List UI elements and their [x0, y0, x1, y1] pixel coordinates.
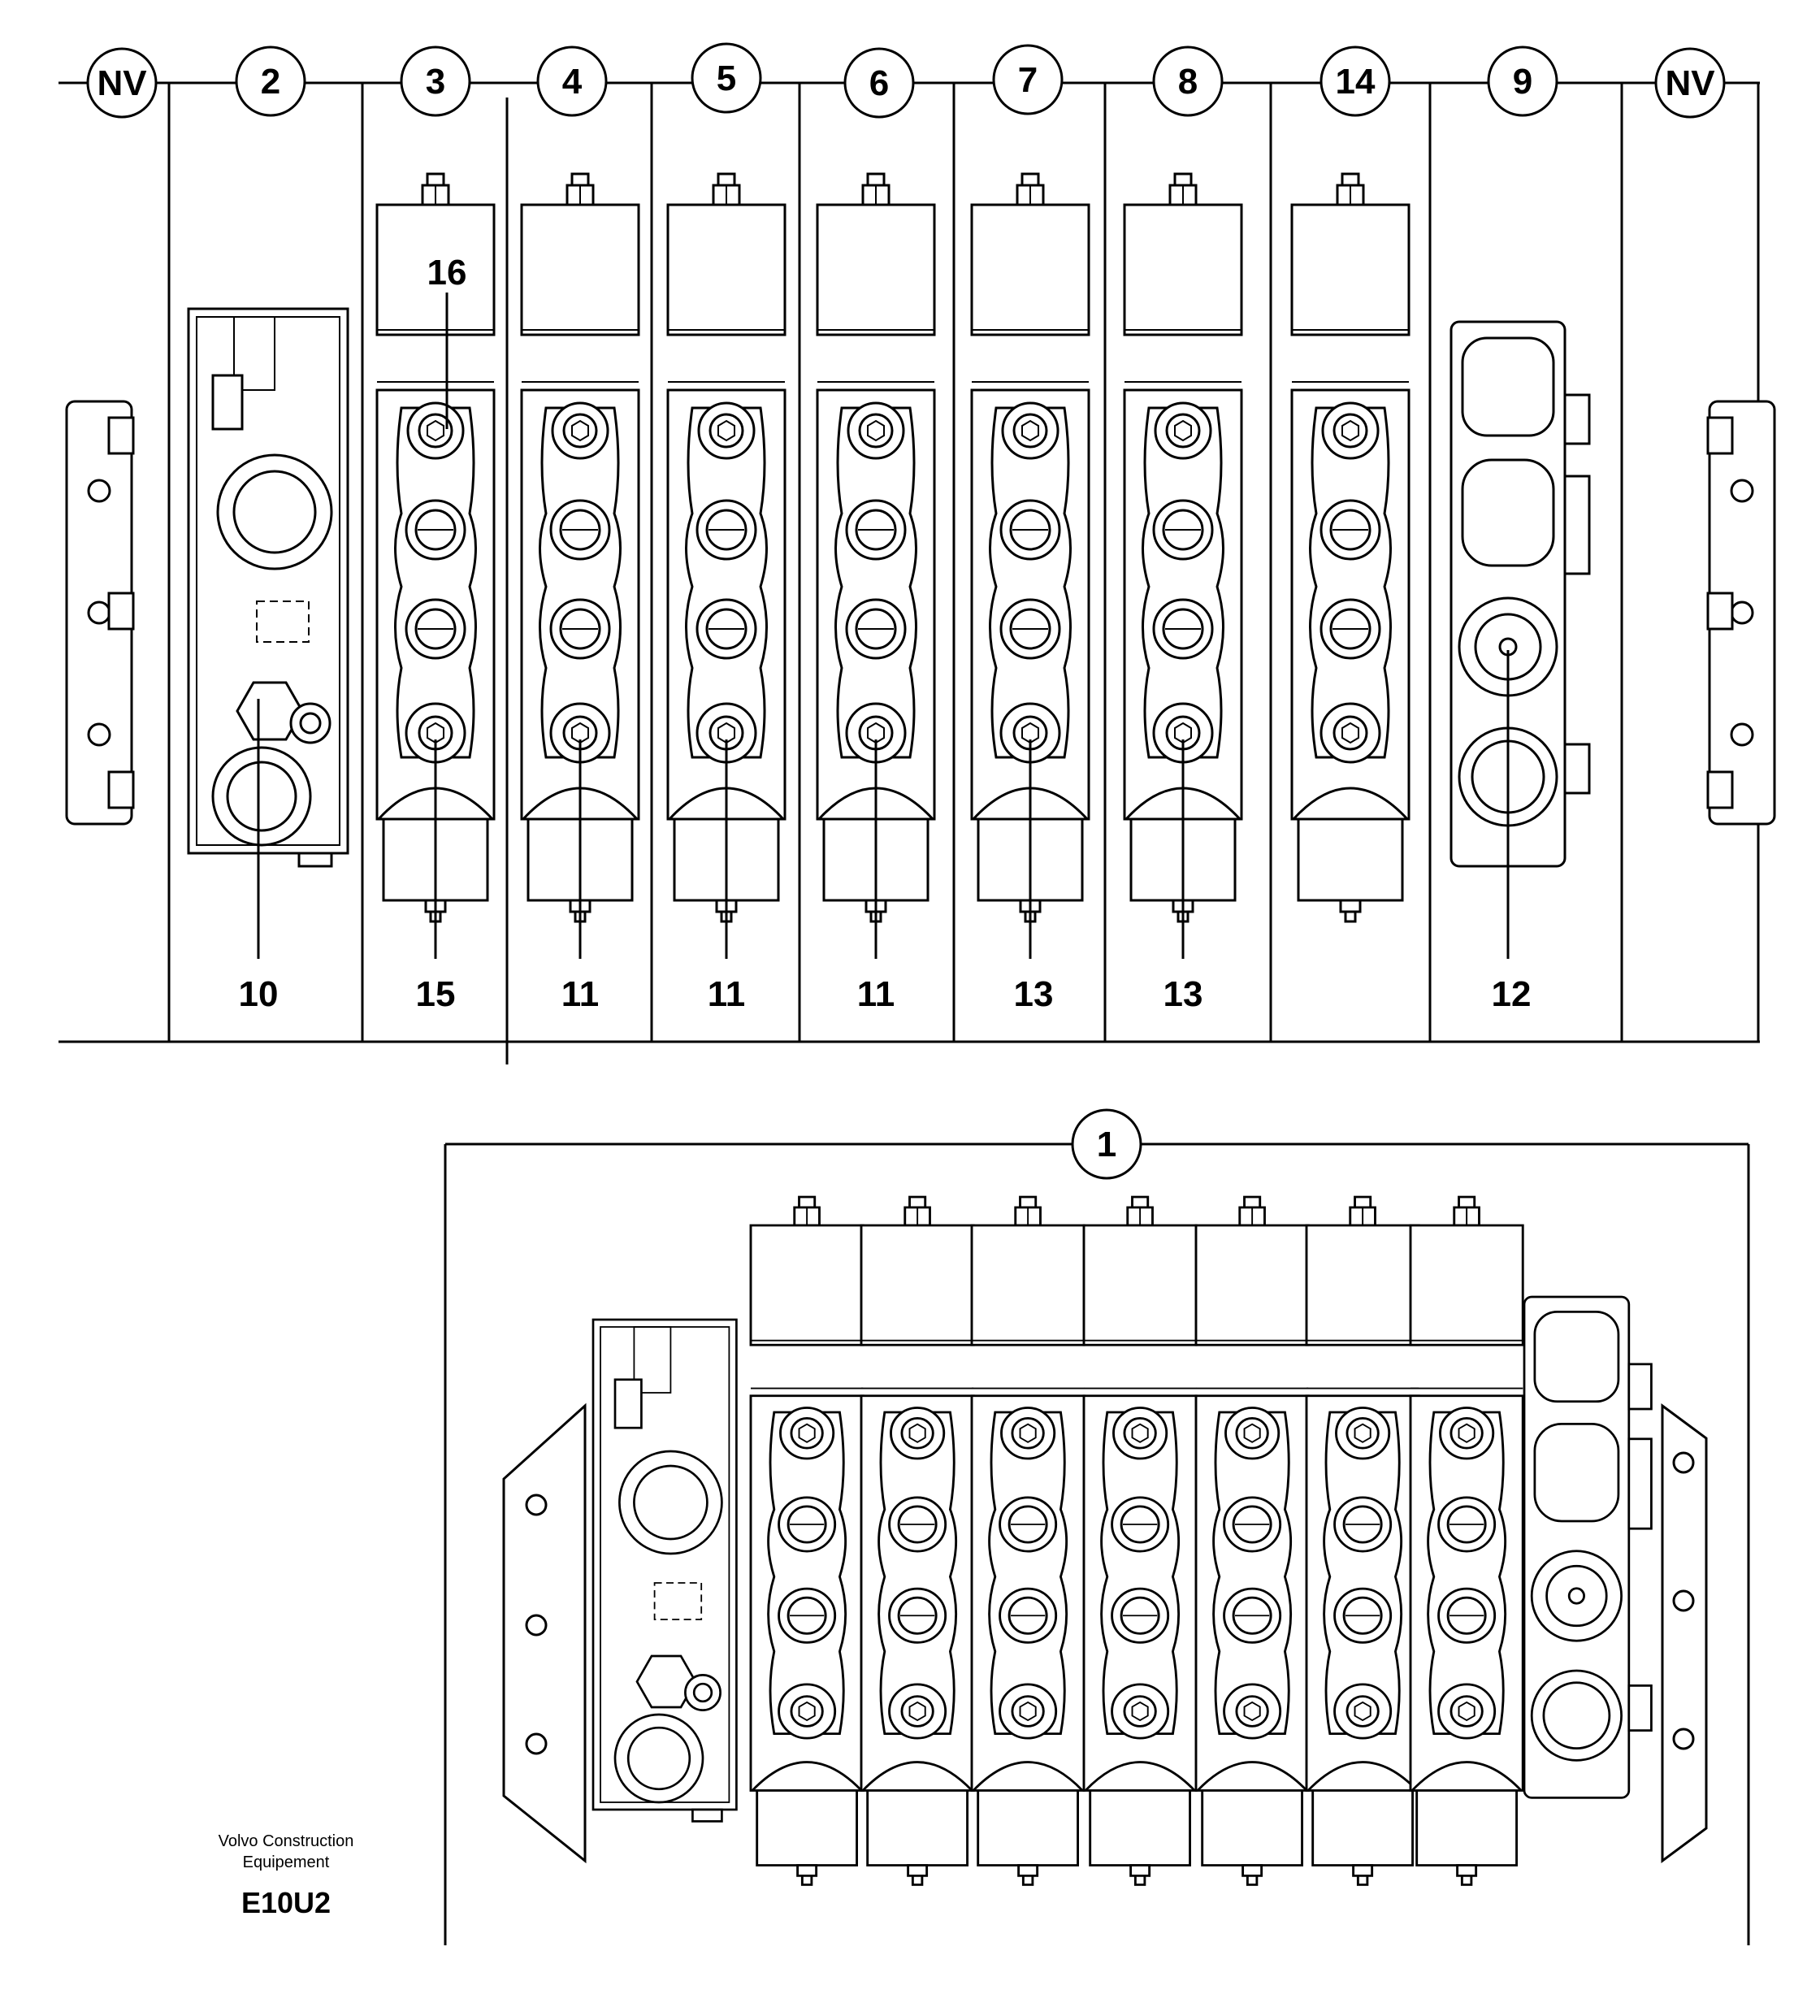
callout-9: 9: [1487, 46, 1558, 117]
callout-label: 4: [562, 62, 583, 102]
callout-5: 5: [691, 42, 762, 114]
inlet-section: [187, 307, 349, 868]
company-line-2: Equipement: [243, 1853, 330, 1871]
callout-label: NV: [1665, 63, 1715, 103]
spool-section-14: [1290, 172, 1410, 923]
item-label-13a: 13: [1014, 974, 1054, 1014]
item-label-15: 15: [416, 974, 456, 1014]
assembled-control-valve: [502, 1195, 1708, 1886]
item-labels: 16 10 15 11 11 11 13 13 12: [239, 253, 1532, 1014]
item-label-16: 16: [427, 253, 467, 293]
header-callouts: NV 2 3 4 5 6 7 8 14 9 NV: [86, 42, 1726, 119]
callout-14: 14: [1320, 46, 1391, 117]
callout-8: 8: [1152, 46, 1224, 117]
assembly-callout-label: 1: [1097, 1125, 1116, 1164]
callout-label: NV: [97, 63, 147, 103]
callout-6: 6: [843, 47, 915, 119]
item-label-11c: 11: [857, 974, 895, 1014]
callout-3: 3: [400, 46, 471, 117]
outlet-section: [1450, 320, 1591, 868]
callout-label: 5: [717, 59, 736, 98]
item-label-12: 12: [1492, 974, 1532, 1014]
callout-nv-right: NV: [1654, 47, 1726, 119]
callout-7: 7: [992, 44, 1064, 115]
assembly-frame: 1: [444, 1108, 1750, 1945]
endplate-left: [65, 400, 135, 826]
callout-label: 2: [261, 62, 280, 102]
leader-lines: [257, 293, 1510, 959]
callout-label: 3: [426, 62, 445, 102]
callout-label: 9: [1513, 62, 1532, 102]
callout-label: 7: [1018, 60, 1038, 100]
item-label-13b: 13: [1164, 974, 1203, 1014]
item-label-11a: 11: [561, 974, 600, 1014]
item-label-11b: 11: [708, 974, 746, 1014]
callout-4: 4: [536, 46, 608, 117]
footer-credit: Volvo Construction Equipement E10U2: [219, 1832, 354, 1919]
item-label-10: 10: [239, 974, 279, 1014]
callout-2: 2: [235, 46, 306, 117]
company-line-1: Volvo Construction: [219, 1832, 354, 1850]
callout-nv-left: NV: [86, 47, 158, 119]
callout-label: 14: [1336, 62, 1376, 102]
callout-label: 6: [869, 63, 889, 103]
endplate-right: [1706, 400, 1776, 826]
callout-label: 8: [1178, 62, 1198, 102]
drawing-code: E10U2: [241, 1886, 331, 1919]
